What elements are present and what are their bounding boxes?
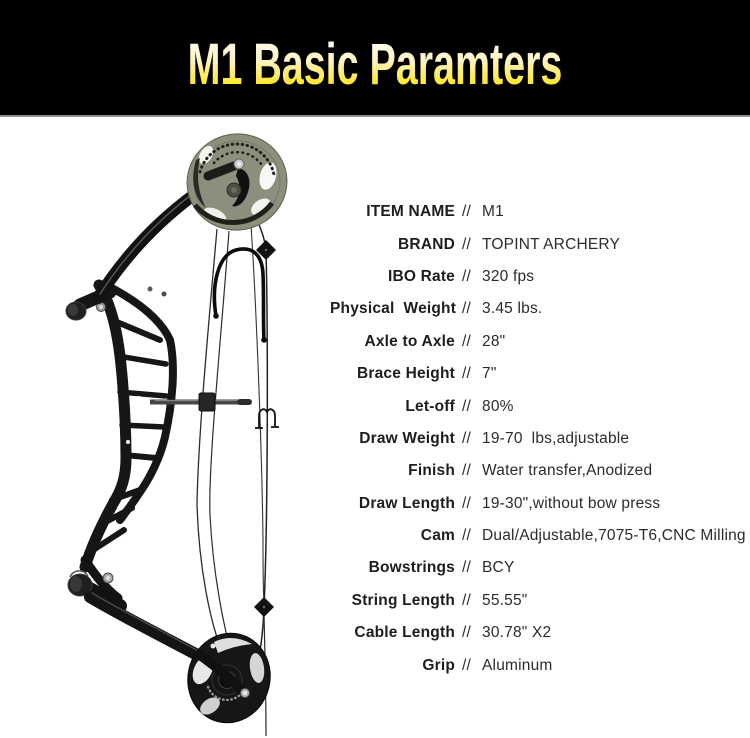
string-stop-rod <box>150 392 252 412</box>
spec-row: Axle to Axle // 28" <box>330 326 750 358</box>
spec-label: Draw Length <box>358 494 455 512</box>
spec-separator: // <box>462 300 472 318</box>
spec-row: Draw Weight // 19-70 lbs,adjustable <box>330 423 750 455</box>
spec-separator: // <box>462 429 472 447</box>
spec-label: Brace Height <box>356 365 455 383</box>
spec-row: ITEM NAME // M1 <box>330 196 750 228</box>
spec-label: Grip <box>422 656 455 674</box>
spec-value: 7" <box>482 365 497 383</box>
product-photo <box>40 117 330 738</box>
spec-value: Water transfer,Anodized <box>482 462 653 480</box>
spec-row: Draw Length // 19-30",without bow press <box>330 488 750 520</box>
spec-value: 19-70 lbs,adjustable <box>482 429 630 447</box>
spec-value: 55.55" <box>482 591 528 609</box>
spec-separator: // <box>462 527 472 545</box>
string-damper-cord <box>212 247 267 343</box>
spec-separator: // <box>462 462 472 480</box>
spec-row: Grip // Aluminum <box>330 649 750 681</box>
spec-separator: // <box>462 656 472 674</box>
spec-row: Physical Weight // 3.45 lbs. <box>330 293 750 325</box>
spec-separator: // <box>462 235 472 253</box>
spec-value: 30.78" X2 <box>482 624 552 642</box>
spec-label: Draw Weight <box>359 429 455 447</box>
spec-value: 320 fps <box>482 267 535 285</box>
spec-value: 80% <box>482 397 514 415</box>
spec-label: Cam <box>420 527 455 545</box>
lower-limb <box>84 591 211 665</box>
spec-value: Aluminum <box>482 656 553 674</box>
spec-rows: ITEM NAME // M1 BRAND // TOPINT ARCHERY … <box>330 196 750 682</box>
header-banner: M1 Basic Paramters <box>0 0 750 117</box>
spec-separator: // <box>462 494 472 512</box>
spec-row: Brace Height // 7" <box>330 358 750 390</box>
spec-row: IBO Rate // 320 fps <box>330 261 750 293</box>
spec-value: BCY <box>482 559 515 577</box>
spec-row: String Length // 55.55" <box>330 585 750 617</box>
compound-bow-illustration <box>65 133 288 737</box>
spec-separator: // <box>462 624 472 642</box>
spec-label: Physical Weight <box>330 300 457 318</box>
spec-separator: // <box>462 591 472 609</box>
page-title: M1 Basic Paramters <box>188 31 563 96</box>
riser <box>73 279 177 613</box>
spec-row: Cable Length // 30.78" X2 <box>330 617 750 649</box>
spec-label: IBO Rate <box>387 267 455 285</box>
spec-label: Let-off <box>405 397 455 415</box>
spec-label: BRAND <box>398 235 455 253</box>
spec-label: ITEM NAME <box>366 203 455 221</box>
header-title-graphic: M1 Basic Paramters <box>188 31 563 96</box>
spec-separator: // <box>462 397 472 415</box>
top-cam <box>186 133 288 231</box>
spec-separator: // <box>462 365 472 383</box>
spec-separator: // <box>462 332 472 350</box>
spec-value: M1 <box>482 203 504 221</box>
grip <box>65 301 114 597</box>
spec-row: Bowstrings // BCY <box>330 552 750 584</box>
spec-label: Axle to Axle <box>364 332 455 350</box>
spec-value: 3.45 lbs. <box>482 300 543 318</box>
spec-separator: // <box>462 267 472 285</box>
spec-separator: // <box>462 559 472 577</box>
spec-row: Let-off // 80% <box>330 390 750 422</box>
cable-damper-bottom <box>254 597 274 617</box>
spec-row: Finish // Water transfer,Anodized <box>330 455 750 487</box>
spec-row: BRAND // TOPINT ARCHERY <box>330 228 750 260</box>
spec-list: ITEM NAME // M1 BRAND // TOPINT ARCHERY … <box>330 196 750 682</box>
spec-row: Cam // Dual/Adjustable,7075-T6,CNC Milli… <box>330 520 750 552</box>
spec-label: Bowstrings <box>368 559 455 577</box>
spec-label: Finish <box>408 462 455 480</box>
spec-value: TOPINT ARCHERY <box>482 235 621 253</box>
spec-label: Cable Length <box>354 624 455 642</box>
spec-value: Dual/Adjustable,7075-T6,CNC Milling <box>482 527 746 545</box>
spec-label: String Length <box>351 591 455 609</box>
cable-slide-clip <box>255 408 279 429</box>
spec-value: 28" <box>482 332 506 350</box>
cable-damper-top <box>256 240 276 260</box>
spec-separator: // <box>462 203 472 221</box>
bottom-cam <box>187 632 271 724</box>
spec-value: 19-30",without bow press <box>482 494 661 512</box>
